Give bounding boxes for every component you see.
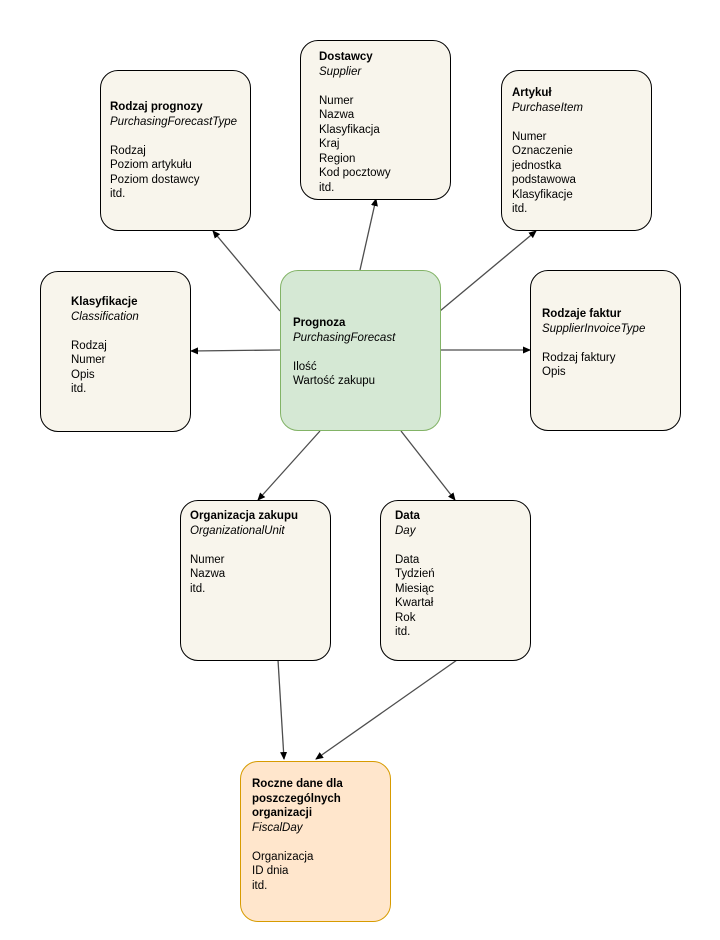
node-title: Klasyfikacje [71, 296, 138, 308]
attribute-item: Kraj [319, 138, 340, 150]
attribute-item: Organizacja [252, 850, 314, 863]
edge-prognoza-rodzaj-prognozy [212, 230, 281, 312]
node-subtitle: Classification [71, 310, 139, 323]
attribute-item: Data [395, 553, 420, 566]
attribute-item: Rodzaj faktury [542, 351, 616, 364]
node-rodzaj-prognozy[interactable]: Rodzaj prognozy PurchasingForecastType R… [100, 70, 251, 231]
edge-prognoza-data [400, 430, 456, 501]
attribute-item: Wartość zakupu [293, 375, 376, 387]
node-title: Organizacja zakupu [190, 510, 299, 522]
node-subtitle: PurchasingForecast [293, 331, 396, 344]
attribute-item: Klasyfikacje [512, 188, 573, 201]
attribute-item: itd. [395, 626, 411, 638]
attribute-item: Tydzień [395, 568, 435, 580]
attribute-item: Rodzaj [71, 339, 107, 352]
node-subtitle: OrganizationalUnit [190, 524, 285, 537]
attribute-item: Nazwa [319, 109, 355, 121]
attribute-item: Ilość [293, 360, 317, 373]
node-attributes: Organizacja ID dnia itd. [252, 850, 384, 894]
attribute-item: Poziom artykułu [110, 159, 192, 171]
node-title: Rodzaj prognozy [110, 101, 203, 113]
node-rodzaje-faktur[interactable]: Rodzaje faktur SupplierInvoiceType Rodza… [530, 270, 681, 431]
node-title: Rodzaje faktur [542, 308, 622, 320]
attribute-item: itd. [512, 203, 528, 215]
attribute-item: Miesiąc [395, 582, 434, 595]
attribute-item: itd. [252, 879, 268, 892]
attribute-item: Kwartał [395, 597, 434, 609]
attribute-item: Numer [319, 94, 354, 107]
node-subtitle: Supplier [319, 65, 362, 78]
attribute-item: itd. [71, 383, 87, 395]
edge-organizacja-fiscal-day [277, 659, 288, 760]
attribute-item: Numer [71, 354, 106, 366]
attribute-item: Numer [190, 553, 225, 566]
attribute-item: ID dnia [252, 865, 289, 877]
attribute-item: Nazwa [190, 568, 226, 580]
edge-prognoza-artykul [439, 230, 537, 312]
attribute-item: itd. [190, 582, 206, 595]
edge-prognoza-dostawcy [359, 198, 378, 271]
node-fiscal-day[interactable]: Roczne dane dla poszczególnych organizac… [240, 761, 391, 922]
node-subtitle: Day [395, 524, 416, 537]
node-title: Data [395, 510, 420, 522]
attribute-item: itd. [110, 188, 126, 200]
attribute-item: Rok [395, 611, 416, 624]
attribute-item: Oznaczenie [512, 145, 573, 157]
node-subtitle: FiscalDay [252, 821, 303, 834]
attribute-item: Klasyfikacja [319, 123, 380, 136]
attribute-item: itd. [319, 181, 335, 194]
node-subtitle: PurchaseItem [512, 101, 583, 114]
node-title: Artykuł [512, 87, 552, 99]
edge-prognoza-klasyfikacje [190, 347, 281, 355]
node-title: Roczne dane dla poszczególnych organizac… [252, 778, 343, 819]
node-subtitle: SupplierInvoiceType [542, 322, 646, 335]
attribute-item: Opis [71, 368, 95, 381]
attribute-item: Poziom dostawcy [110, 173, 200, 186]
attribute-item: Kod pocztowy [319, 167, 391, 179]
node-title: Dostawcy [319, 51, 373, 63]
attribute-item: jednostka [512, 159, 562, 172]
edge-data-fiscal-day [315, 659, 458, 760]
attribute-item: podstawowa [512, 174, 576, 186]
attribute-item: Rodzaj [110, 144, 146, 157]
node-title: Prognoza [293, 317, 346, 329]
node-subtitle: PurchasingForecastType [110, 115, 237, 128]
attribute-item: Region [319, 152, 356, 165]
edge-prognoza-organizacja-zakupu [257, 430, 321, 501]
attribute-item: Numer [512, 130, 547, 143]
node-organizacja-zakupu[interactable]: Organizacja zakupu OrganizationalUnit Nu… [180, 500, 331, 661]
attribute-item: Opis [542, 366, 566, 378]
